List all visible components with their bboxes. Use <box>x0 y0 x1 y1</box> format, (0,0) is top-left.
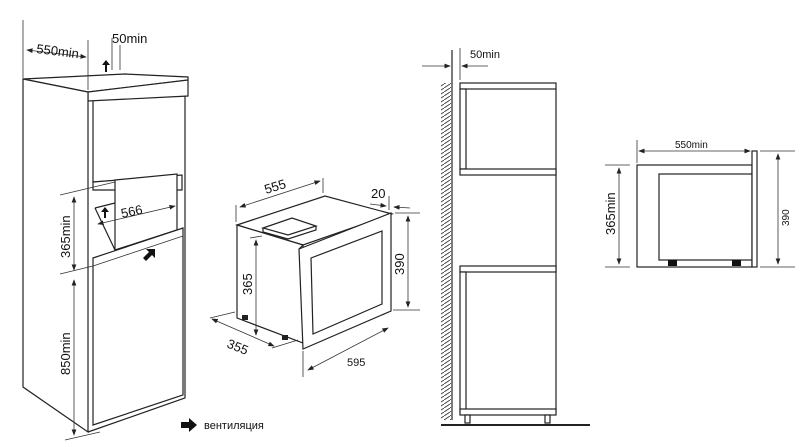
base-height-label: 850min <box>58 332 73 375</box>
vent-arrow-icon <box>143 249 155 261</box>
wall-elevation-figure: 50min <box>422 48 590 426</box>
niche-height-label: 365min <box>58 215 73 258</box>
oven-figure: 555 20 390 365 355 595 <box>209 176 420 377</box>
legend: вентиляция <box>181 418 264 432</box>
front-height-label: 390 <box>392 253 407 275</box>
depth-label: 555 <box>262 176 287 197</box>
vent-arrow-icon <box>101 207 109 218</box>
body-depth-label: 355 <box>225 336 251 358</box>
depth-label: 550min <box>36 41 80 61</box>
front-thickness-label: 20 <box>371 186 385 201</box>
side-section-figure: 550min 365min 390 <box>603 140 795 268</box>
front-height-label: 390 <box>781 209 792 226</box>
front-width-label: 595 <box>347 357 365 369</box>
cabinet-side-panel <box>22 78 89 434</box>
depth-label: 550min <box>675 140 708 151</box>
column-cabinet-figure: 550min 50min 566 365min 850min <box>22 20 189 441</box>
wall-gap-label: 50min <box>470 49 500 61</box>
oven-door-glass <box>310 230 383 335</box>
legend-label: вентиляция <box>204 420 264 432</box>
wall-hatch <box>441 83 451 420</box>
niche-height-label: 365min <box>603 192 618 235</box>
lower-door <box>92 227 184 426</box>
arrow-right-icon <box>181 418 197 432</box>
vent-arrow-icon <box>102 60 110 72</box>
niche-width-label: 566 <box>120 202 144 221</box>
body-height-label: 365 <box>240 273 255 295</box>
top-gap-label: 50min <box>112 31 147 46</box>
